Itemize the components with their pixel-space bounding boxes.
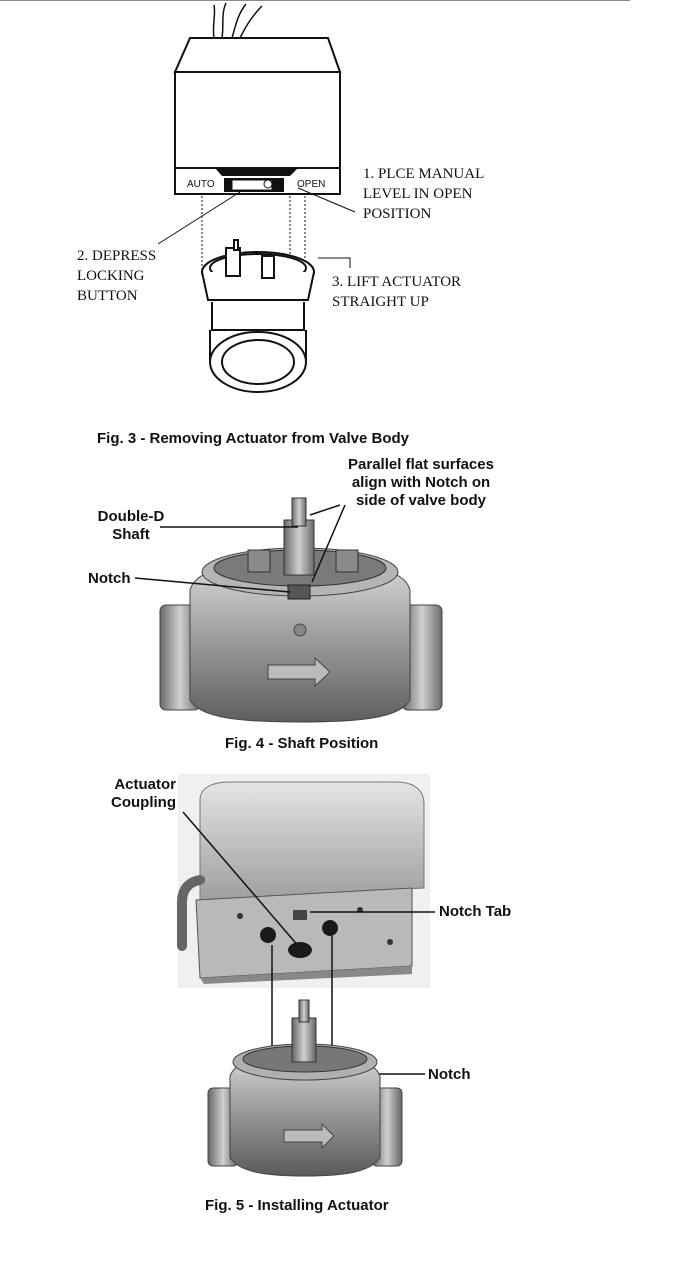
actuator-wires [212,2,263,39]
fig5-photo [177,774,435,1177]
valve-body [201,239,315,393]
fig5-notch-label: Notch [428,1066,471,1083]
coupling-label-line2: Coupling [111,794,176,811]
step2-line1: 2. DEPRESS [77,248,157,264]
step1-line2: LEVEL IN OPEN [363,186,473,202]
fig4-notch-label: Notch [88,570,131,587]
auto-label: AUTO [187,179,215,190]
step2-line2: LOCKING [77,268,145,284]
double-d-shaft-label: Double-D Shaft [96,508,166,544]
step1-line1: 1. PLCE MANUAL [363,166,485,182]
step2-label: 2. DEPRESS LOCKING BUTTON [77,246,156,306]
shaft-label-line1: Double-D [97,508,165,525]
shaft-label-line2: Shaft [112,526,150,543]
callout-line1: Parallel flat surfaces [348,456,494,473]
fig4-photo [134,497,443,723]
step1-line3: POSITION [363,206,432,222]
step3-line1: 3. LIFT ACTUATOR [332,274,462,290]
step3-line2: STRAIGHT UP [332,294,429,310]
open-label: OPEN [297,179,326,190]
manual-lever-plate [174,167,341,195]
coupling-label-line1: Actuator [114,776,176,793]
guide-dotted-lines [201,196,306,270]
actuator-coupling-label: Actuator Coupling [108,776,176,812]
step1-label: 1. PLCE MANUAL LEVEL IN OPEN POSITION [363,164,484,224]
callout-line3: side of valve body [355,492,487,509]
fig3-leader-lines [157,187,356,268]
actuator-housing [173,37,342,173]
fig3-illustration [157,2,356,393]
fig5-caption: Fig. 5 - Installing Actuator [205,1197,389,1214]
step3-label: 3. LIFT ACTUATOR STRAIGHT UP [332,272,461,312]
step2-line3: BUTTON [77,288,138,304]
parallel-flat-callout: Parallel flat surfaces align with Notch … [336,456,506,510]
fig4-caption: Fig. 4 - Shaft Position [225,735,379,752]
fig3-caption: Fig. 3 - Removing Actuator from Valve Bo… [97,430,409,447]
callout-line2: align with Notch on [351,474,491,491]
notch-tab-label: Notch Tab [439,903,512,920]
page-top-rule [0,0,630,1]
